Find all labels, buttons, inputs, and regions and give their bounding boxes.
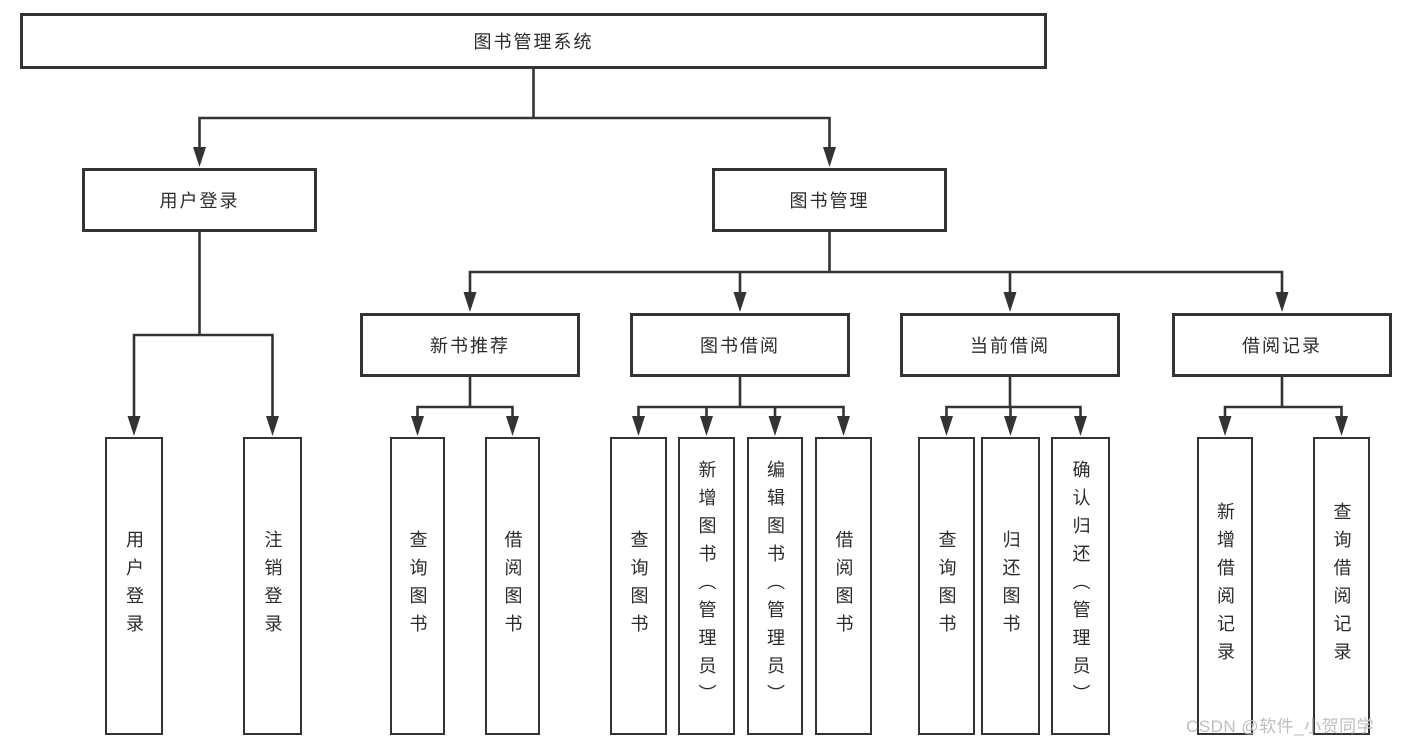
node-newbook-query: 查询图书 [390, 437, 445, 735]
node-borrow-query: 查询图书 [610, 437, 667, 735]
node-records: 借阅记录 [1172, 313, 1392, 377]
node-label: 图书借阅 [700, 336, 780, 356]
node-label: 图书管理系统 [473, 32, 594, 52]
watermark: CSDN @软件_小贺同学 [1186, 717, 1375, 736]
node-label: 编辑图书（管理员） [765, 460, 785, 712]
node-label: 用户登录 [159, 191, 240, 211]
node-borrow-borrow: 借阅图书 [815, 437, 872, 735]
node-current-confirm: 确认归还（管理员） [1051, 437, 1110, 735]
node-label: 确认归还（管理员） [1070, 460, 1091, 712]
node-newbook: 新书推荐 [360, 313, 580, 377]
node-current-query: 查询图书 [918, 437, 975, 735]
node-borrow-edit: 编辑图书（管理员） [747, 437, 803, 735]
node-label: 查询借阅记录 [1331, 502, 1352, 670]
node-current-return: 归还图书 [981, 437, 1040, 735]
node-label: 当前借阅 [970, 336, 1050, 356]
node-label: 借阅图书 [502, 530, 523, 642]
node-label: 新增图书（管理员） [696, 460, 717, 712]
node-label: 归还图书 [1000, 530, 1021, 642]
node-login-user: 用户登录 [105, 437, 163, 735]
node-borrow: 图书借阅 [630, 313, 850, 377]
node-label: 新增借阅记录 [1215, 502, 1235, 670]
node-label: 借阅图书 [833, 530, 854, 642]
node-label: 用户登录 [124, 530, 144, 642]
node-label: 查询图书 [936, 530, 957, 642]
node-label: 注销登录 [262, 530, 283, 642]
node-records-add: 新增借阅记录 [1197, 437, 1253, 735]
node-login: 用户登录 [82, 168, 317, 232]
node-login-logout: 注销登录 [243, 437, 302, 735]
node-borrow-add: 新增图书（管理员） [678, 437, 735, 735]
node-current: 当前借阅 [900, 313, 1120, 377]
node-mgmt: 图书管理 [712, 168, 947, 232]
node-label: 查询图书 [628, 530, 649, 642]
node-label: 查询图书 [407, 530, 428, 642]
node-label: 新书推荐 [430, 336, 510, 356]
node-records-query: 查询借阅记录 [1313, 437, 1370, 735]
node-label: 借阅记录 [1242, 336, 1322, 356]
node-label: 图书管理 [789, 191, 870, 211]
node-root: 图书管理系统 [20, 13, 1047, 69]
node-newbook-borrow: 借阅图书 [485, 437, 540, 735]
